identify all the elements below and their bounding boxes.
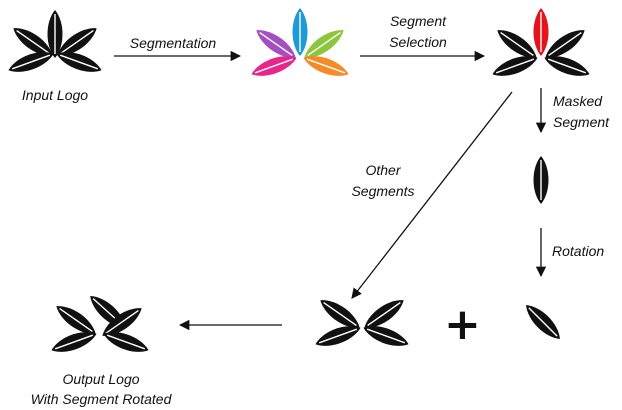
output-logo-label-line2: With Segment Rotated [30,391,172,407]
selected-segment-top [533,8,549,56]
other-segments-label-line2: Segments [351,183,415,199]
plus-symbol: + [444,299,481,350]
rotation-label: Rotation [552,243,605,259]
input-logo-icon [5,10,105,78]
segmented-logo-icon [248,8,352,82]
segment-top [292,8,308,56]
output-logo-label-line1: Output Logo [62,371,140,387]
segment-selection-label-line1: Segment [389,13,447,29]
segmentation-label: Segmentation [129,35,217,51]
segment-selection-label-line2: Selection [389,34,447,50]
selected-segment-logo-icon [489,8,593,82]
input-logo-label: Input Logo [21,87,89,103]
rotated-segment-icon [520,299,566,345]
other-segments-label-line1: Other [365,162,401,178]
masked-segment-label-line2: Segment [553,114,610,130]
masked-segment-icon [533,156,549,204]
arrow-other-segments [351,91,513,299]
masked-segment-label-line1: Masked [553,93,603,109]
other-segments-icon [312,294,412,352]
output-logo-icon [48,290,152,358]
